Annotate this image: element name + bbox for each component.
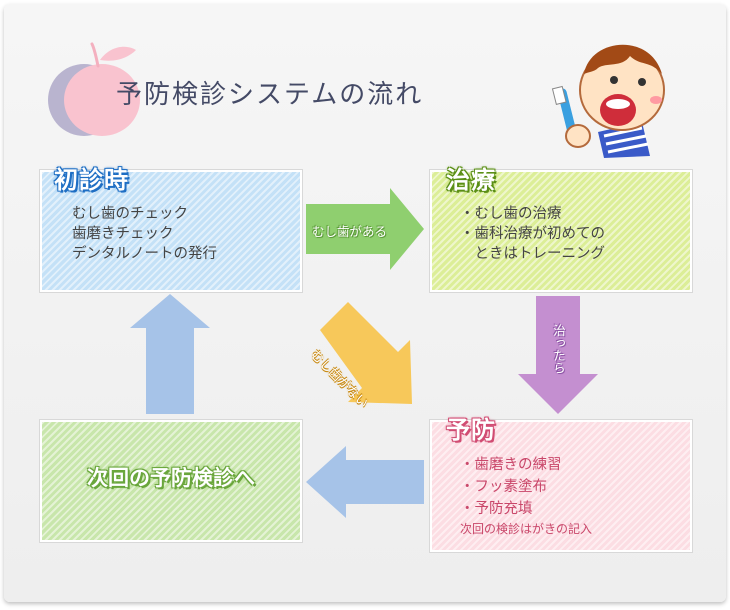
list-item: ・歯磨きの練習	[460, 457, 562, 473]
healed-label: 治ったら	[551, 324, 566, 374]
has-cavity-label: むし歯がある	[312, 224, 388, 239]
arrow-healed	[518, 296, 598, 414]
treatment-list: ・むし歯の治療 ・歯科治療が初めての ときはトレーニング	[460, 204, 605, 264]
list-item: ・歯科治療が初めての	[460, 226, 605, 242]
child-toothbrush-icon	[551, 44, 665, 158]
list-item: ときはトレーニング	[460, 246, 605, 262]
list-item: むし歯のチェック	[72, 206, 188, 222]
prevention-note: 次回の検診はがきの記入	[460, 522, 593, 536]
list-item: ・むし歯の治療	[460, 206, 562, 222]
list-item: 歯磨きチェック	[72, 226, 174, 242]
prevention-heading: 予防	[446, 416, 496, 444]
arrow-no-cavity	[320, 302, 412, 404]
next-checkup-box	[40, 420, 302, 542]
first-visit-list: むし歯のチェック 歯磨きチェック デンタルノートの発行	[72, 204, 217, 264]
list-item: デンタルノートの発行	[72, 246, 217, 262]
page-title: 予防検診システムの流れ	[116, 80, 424, 110]
list-item: ・予防充填	[460, 501, 533, 517]
arrow-to-next	[306, 446, 424, 518]
prevention-box	[430, 420, 692, 552]
treatment-heading: 治療	[446, 166, 496, 194]
list-item: ・フッ素塗布	[460, 479, 547, 495]
apple-icon	[48, 42, 140, 136]
first-visit-box	[40, 170, 302, 292]
arrow-back-to-first	[130, 294, 210, 414]
next-checkup-heading: 次回の予防検診へ	[87, 466, 255, 490]
treatment-box	[430, 170, 692, 292]
prevention-list: ・歯磨きの練習 ・フッ素塗布 ・予防充填	[460, 454, 562, 520]
arrow-has-cavity	[306, 188, 424, 270]
first-visit-heading: 初診時	[54, 166, 129, 194]
